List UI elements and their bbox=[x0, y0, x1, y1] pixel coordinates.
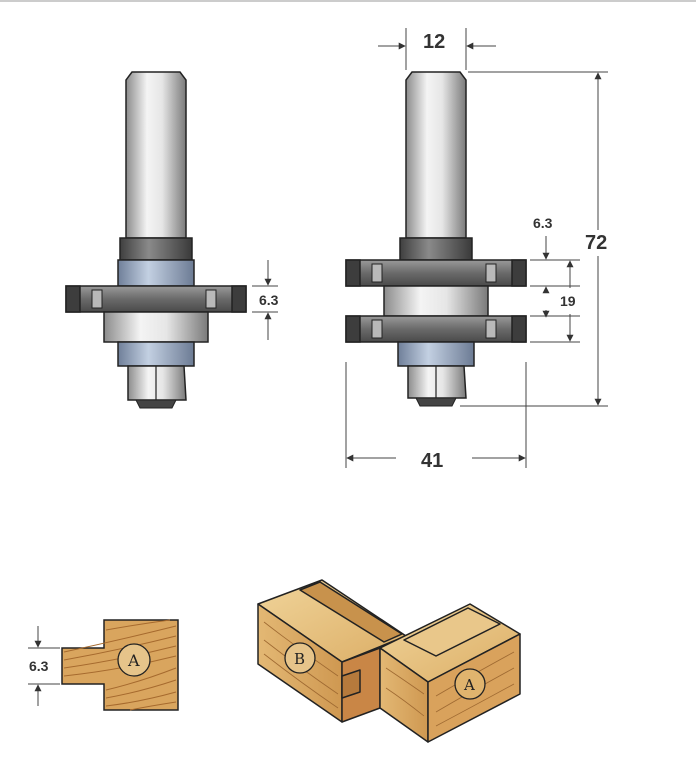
profile-thickness-label: 6.3 bbox=[29, 658, 49, 674]
cutter-gap-label: 19 bbox=[560, 293, 576, 309]
left-nut bbox=[127, 365, 187, 401]
right-thickness-label: 6.3 bbox=[533, 215, 553, 231]
board-a-circle bbox=[454, 668, 486, 700]
right-shank bbox=[405, 71, 467, 239]
left-spacer-lower bbox=[117, 341, 195, 367]
shank-diameter-dimension: 12 bbox=[378, 28, 496, 70]
left-spacer-upper bbox=[117, 259, 195, 287]
right-nut-base bbox=[415, 397, 457, 407]
profile-grain bbox=[63, 619, 177, 711]
corner-joint bbox=[257, 579, 521, 743]
right-thickness-dimension: 6.3 bbox=[530, 215, 580, 287]
left-thickness-label: 6.3 bbox=[259, 292, 279, 308]
left-cutter-tooth-left bbox=[91, 289, 103, 309]
left-router-bit bbox=[65, 71, 247, 409]
right-router-bit bbox=[345, 71, 527, 407]
right-spacer-lower bbox=[397, 341, 475, 367]
board-b-circle bbox=[284, 642, 316, 674]
left-bearing bbox=[103, 311, 209, 343]
overall-length-dimension: 72 bbox=[460, 71, 608, 407]
left-cutter-tip-right bbox=[231, 285, 247, 313]
left-cutter-tooth-right bbox=[205, 289, 217, 309]
right-bearing bbox=[383, 285, 489, 317]
right-collar bbox=[399, 237, 473, 261]
shank-diameter-label: 12 bbox=[423, 31, 445, 53]
left-thickness-dimension: 6.3 bbox=[252, 260, 279, 340]
board-b-label: B bbox=[294, 650, 305, 668]
cutter-diameter-dimension: 41 bbox=[345, 362, 527, 472]
left-nut-base bbox=[135, 399, 177, 409]
cutter-gap-dimension: 19 bbox=[530, 260, 580, 343]
profile-thickness-dimension: 6.3 bbox=[28, 626, 60, 706]
right-nut bbox=[407, 365, 467, 399]
profile-circle bbox=[117, 643, 151, 677]
left-shank bbox=[125, 71, 187, 239]
overall-length-label: 72 bbox=[585, 232, 607, 254]
tongue-profile-piece: A bbox=[61, 619, 179, 711]
left-collar bbox=[119, 237, 193, 261]
cutter-diameter-label: 41 bbox=[421, 450, 443, 472]
board-a-label: A bbox=[463, 676, 475, 694]
profile-label: A bbox=[127, 651, 140, 670]
left-cutter-tip-left bbox=[65, 285, 81, 313]
